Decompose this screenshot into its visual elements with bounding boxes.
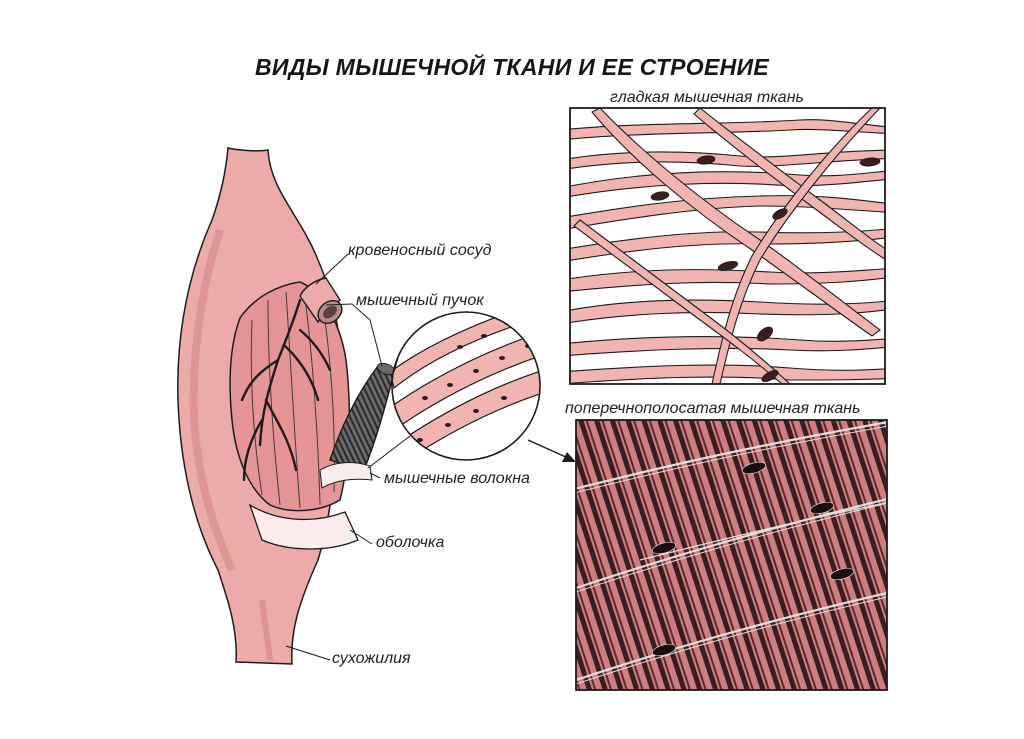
striated-muscle-label: поперечнополосатая мышечная ткань <box>565 400 861 417</box>
sheath-layer <box>248 503 359 550</box>
blood-vessel-label: кровеносный сосуд <box>348 242 492 259</box>
sheath-label: оболочка <box>376 534 445 551</box>
exposed-bundles <box>229 281 351 512</box>
diagram-title: ВИДЫ МЫШЕЧНОЙ ТКАНИ И ЕЕ СТРОЕНИЕ <box>255 54 769 80</box>
smooth-muscle-label: гладкая мышечная ткань <box>610 89 804 106</box>
muscle-illustration <box>177 147 396 665</box>
smooth-muscle-panel <box>569 107 886 385</box>
muscle-bundle-label: мышечный пучок <box>356 292 484 309</box>
tendon-label: сухожилия <box>332 650 411 667</box>
arrow-to-striated <box>527 439 576 462</box>
muscle-fibers-label: мышечные волокна <box>384 470 530 487</box>
fiber-zoom-circle <box>367 311 541 469</box>
striated-muscle-panel <box>575 419 888 691</box>
